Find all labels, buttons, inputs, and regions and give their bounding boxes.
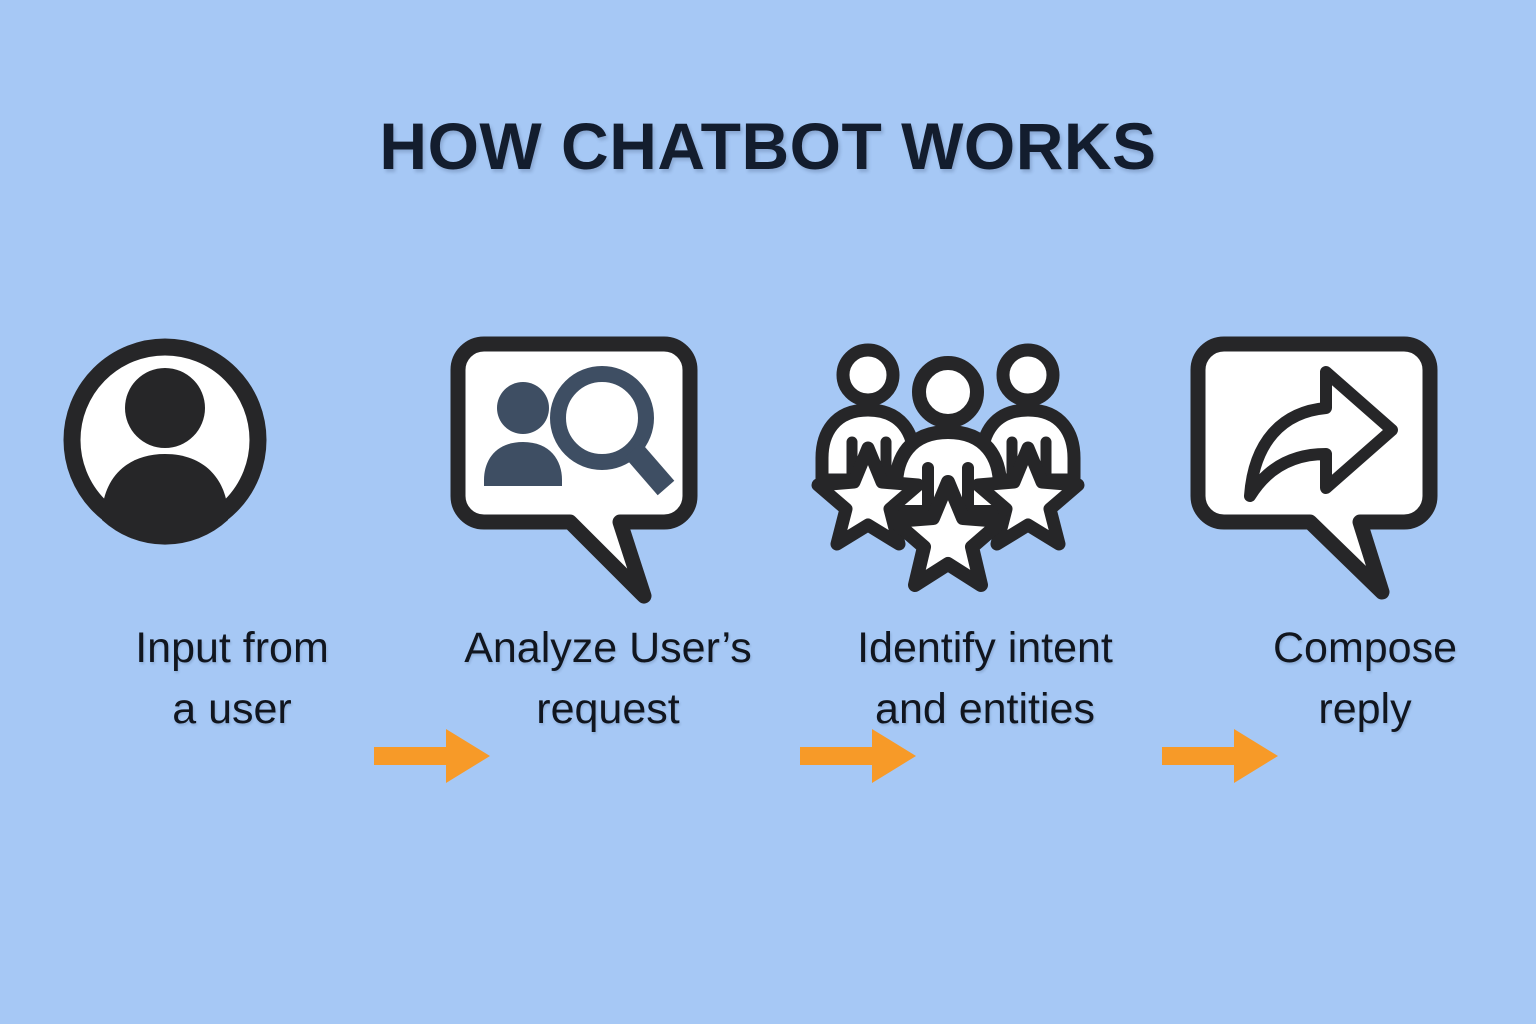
- step-3-identify-intent-and-entities[interactable]: [800, 330, 1100, 630]
- step-4-label: Compose reply: [1195, 618, 1535, 740]
- arrow-right-icon: [374, 729, 490, 783]
- star-left-glyph: [811, 441, 925, 551]
- step-2-label-line1: Analyze User’s: [464, 624, 752, 672]
- speech-bubble-reply-arrow-icon: [1190, 336, 1438, 600]
- arrow-right-icon: [1162, 729, 1278, 783]
- step-2-label-line2: request: [536, 685, 680, 734]
- step-1-input-from-a-user[interactable]: [60, 330, 360, 630]
- step-1-label-line2: a user: [172, 685, 292, 734]
- page-title: HOW CHATBOT WORKS: [379, 109, 1157, 183]
- step-3-label: Identify intent and entities: [815, 618, 1155, 740]
- step-1-label-line1: Input from: [135, 624, 329, 672]
- process-flow: [60, 330, 1480, 783]
- speech-bubble-search-icon: [450, 336, 698, 604]
- person-center-glyph: [889, 356, 1007, 519]
- step-labels: Input from a user Analyze User’s request…: [40, 618, 1496, 768]
- step-3-label-line1: Identify intent: [857, 624, 1113, 672]
- arrow-right-icon: [800, 729, 916, 783]
- step-1-label: Input from a user: [62, 618, 402, 740]
- people-stars-icon: [811, 343, 1085, 592]
- person-glyph: [484, 382, 562, 486]
- step-2-label: Analyze User’s request: [438, 618, 778, 740]
- step-4-label-line2: reply: [1318, 685, 1412, 734]
- step-3-label-line2: and entities: [875, 685, 1095, 734]
- star-center-glyph: [887, 475, 1009, 592]
- user-avatar-icon: [63, 338, 267, 545]
- step-2-analyze-users-request[interactable]: [430, 330, 730, 630]
- magnifier-glyph: [550, 366, 675, 496]
- star-right-glyph: [971, 441, 1085, 551]
- step-4-label-line1: Compose: [1272, 624, 1458, 672]
- step-4-compose-reply[interactable]: [1170, 330, 1470, 630]
